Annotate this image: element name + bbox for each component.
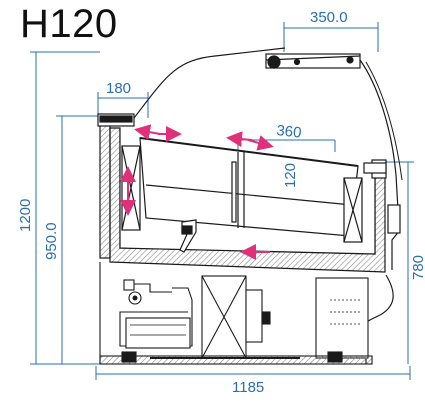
dim-glass-height: 120 — [282, 163, 299, 188]
lower-compartment — [99, 262, 373, 365]
dim-top-width: 350.0 — [310, 9, 348, 26]
dimension-lines — [30, 22, 414, 380]
dim-right-height: 780 — [410, 255, 425, 280]
dim-counter-height: 950.0 — [43, 222, 60, 260]
dim-shelf-top: 180 — [106, 80, 131, 97]
dim-total-depth: 1185 — [232, 379, 264, 396]
dim-total-height: 1200 — [17, 199, 34, 232]
display-pans — [121, 137, 363, 253]
airflow-arrows — [120, 124, 274, 260]
dim-shelf-width: 360 — [276, 122, 303, 142]
model-title: H120 — [20, 2, 118, 46]
